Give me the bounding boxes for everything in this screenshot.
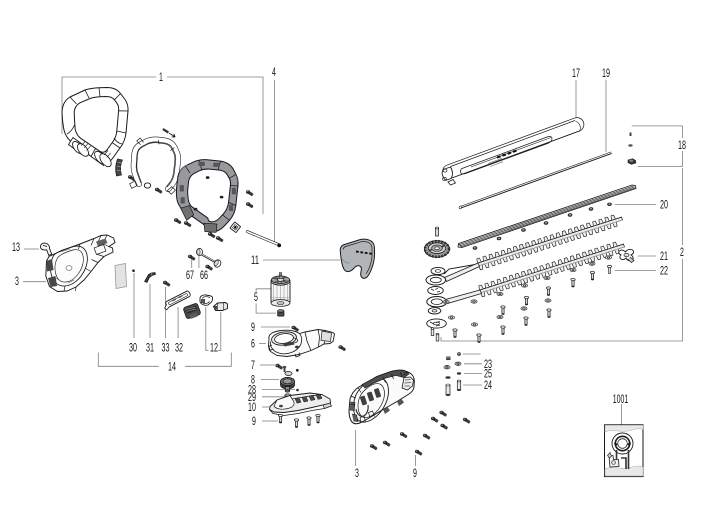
svg-text:25: 25 <box>484 369 492 381</box>
svg-text:10: 10 <box>248 402 256 414</box>
svg-text:20: 20 <box>660 200 668 212</box>
svg-text:7: 7 <box>251 360 255 372</box>
svg-text:28: 28 <box>248 385 256 397</box>
svg-text:1: 1 <box>159 72 163 84</box>
svg-text:8: 8 <box>251 375 255 387</box>
svg-text:3: 3 <box>355 468 359 480</box>
svg-text:11: 11 <box>251 255 259 267</box>
svg-text:3: 3 <box>15 276 19 288</box>
svg-text:5: 5 <box>254 292 258 304</box>
svg-text:32: 32 <box>175 343 183 355</box>
svg-text:19: 19 <box>602 68 610 80</box>
svg-text:22: 22 <box>660 265 668 277</box>
svg-text:1001: 1001 <box>613 394 629 406</box>
svg-text:9: 9 <box>251 322 255 334</box>
svg-text:14: 14 <box>168 361 176 373</box>
svg-text:33: 33 <box>162 343 170 355</box>
svg-text:9: 9 <box>252 416 256 428</box>
svg-text:2: 2 <box>680 247 684 259</box>
svg-text:13: 13 <box>12 242 20 254</box>
svg-text:67: 67 <box>186 270 194 282</box>
svg-text:18: 18 <box>678 140 686 152</box>
svg-text:66: 66 <box>200 270 208 282</box>
svg-text:6: 6 <box>251 339 255 351</box>
svg-text:23: 23 <box>484 359 492 371</box>
svg-text:24: 24 <box>484 380 492 392</box>
svg-text:30: 30 <box>129 343 137 355</box>
svg-text:21: 21 <box>660 251 668 263</box>
svg-text:9: 9 <box>413 468 417 480</box>
svg-text:31: 31 <box>146 343 154 355</box>
svg-text:17: 17 <box>572 68 580 80</box>
svg-text:4: 4 <box>272 67 276 79</box>
svg-text:29: 29 <box>248 392 256 404</box>
svg-text:12: 12 <box>210 343 218 355</box>
